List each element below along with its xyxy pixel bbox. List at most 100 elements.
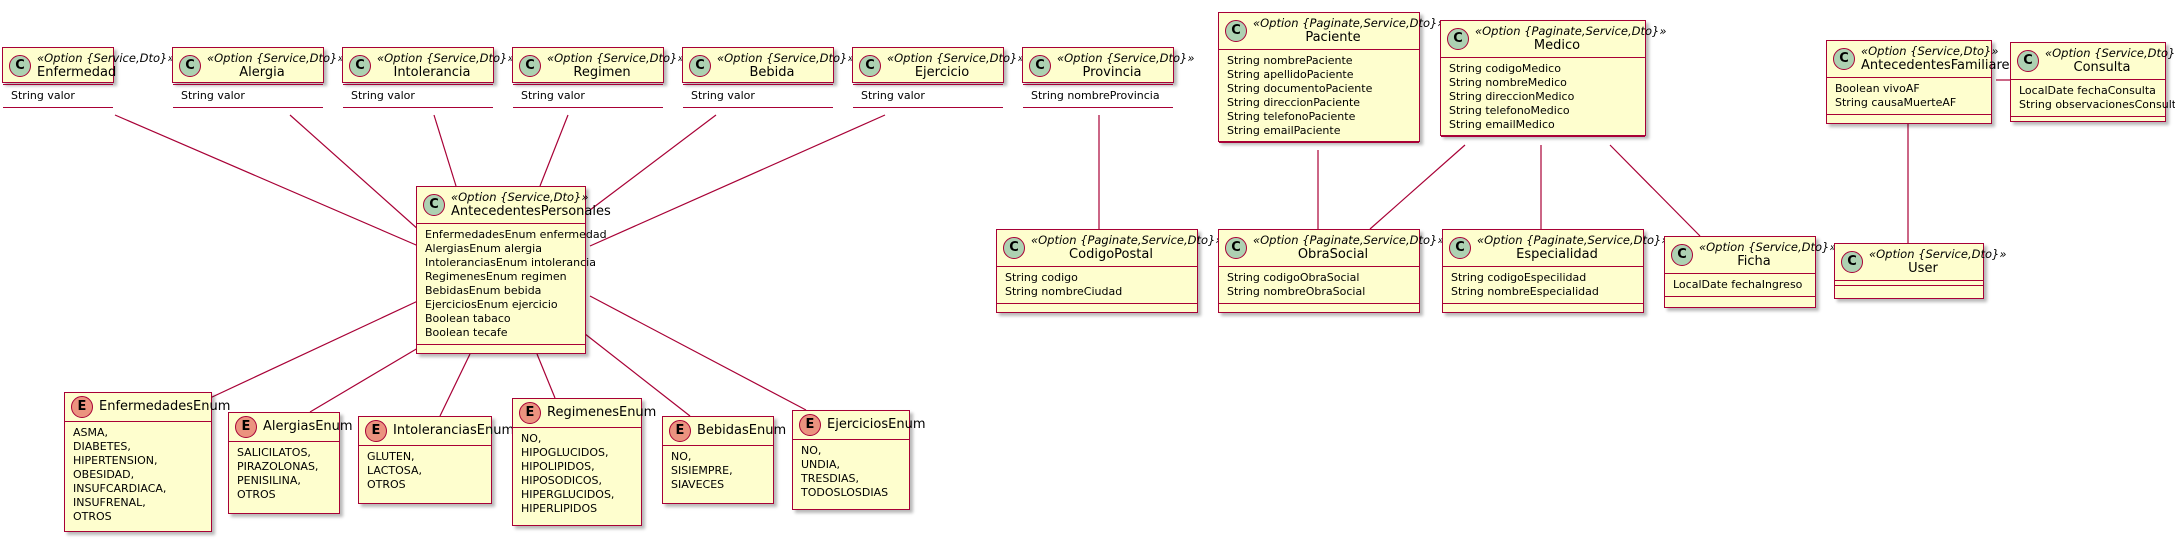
methods-compartment <box>417 344 585 355</box>
class-icon: C <box>1225 20 1247 42</box>
attribute-list: NO,UNDIA,TRESDIAS,TODOSLOSDIAS <box>793 440 909 504</box>
association-line <box>579 329 691 417</box>
class-stereotype: «Option {Service,Dto}» <box>207 51 345 65</box>
class-user[interactable]: C«Option {Service,Dto}»User <box>1834 243 2007 299</box>
attribute: LACTOSA, <box>367 464 422 477</box>
enum-icon: E <box>71 396 93 418</box>
methods-compartment <box>1443 303 1643 314</box>
enum-icon: E <box>669 420 691 442</box>
methods-compartment <box>343 107 493 118</box>
class-icon: C <box>519 55 541 77</box>
attribute: String codigoEspecilidad <box>1451 271 1587 284</box>
attribute: AlergiasEnum alergia <box>425 242 542 255</box>
attribute: String codigoMedico <box>1449 62 1561 75</box>
attribute: String valor <box>181 89 245 102</box>
class-name: Bebida <box>749 65 795 80</box>
class-paciente[interactable]: C«Option {Paginate,Service,Dto}»Paciente… <box>1218 12 1445 143</box>
association-line <box>589 295 807 411</box>
class-header: C«Option {Service,Dto}»Bebida <box>683 48 854 85</box>
class-header: C«Option {Service,Dto}»AntecedentesPerso… <box>417 187 611 224</box>
methods-compartment <box>2011 116 2165 127</box>
class-header: C «Option {Service,Dto}»AntecedentesFamil… <box>1827 41 2017 78</box>
class-stereotype: «Option {Paginate,Service,Dto}» <box>1253 16 1445 30</box>
class-header: C«Option {Service,Dto}»Intolerancia <box>343 48 514 85</box>
class-header: C«Option {Paginate,Service,Dto}»ObraSoci… <box>1219 230 1444 267</box>
class-header: C«Option {Service,Dto}»Consulta <box>2011 43 2175 80</box>
attribute-list: LocalDate fechaIngreso <box>1665 274 1815 296</box>
class-header: C«Option {Service,Dto}»Regimen <box>513 48 684 85</box>
class-name: IntoleranciasEnum <box>393 423 515 438</box>
attribute: OTROS <box>73 510 112 523</box>
class-stereotype: «Option {Service,Dto}» <box>2045 46 2175 60</box>
class-stereotype: «Option {Paginate,Service,Dto}» <box>1031 233 1223 247</box>
class-name: User <box>1908 261 1938 276</box>
methods-compartment <box>1827 114 1991 125</box>
attribute: PIRAZOLONAS, <box>237 460 319 473</box>
class-icon: C <box>859 55 881 77</box>
attribute: String documentoPaciente <box>1227 82 1373 95</box>
class-stereotype: «Option {Service,Dto}» <box>1861 44 1999 58</box>
class-stereotype: «Option {Service,Dto}» <box>1869 247 2007 261</box>
attribute: GLUTEN, <box>367 450 415 463</box>
attribute: SALICILATOS, <box>237 446 311 459</box>
association-line <box>1609 144 1701 237</box>
attribute: String codigo <box>1005 271 1078 284</box>
attribute: String emailPaciente <box>1227 124 1341 137</box>
class-antper[interactable]: C«Option {Service,Dto}»AntecedentesPerso… <box>416 186 611 355</box>
attribute-list: String valor <box>3 85 113 107</box>
attribute: String nombreObraSocial <box>1227 285 1366 298</box>
class-header: C«Option {Service,Dto}»Alergia <box>173 48 345 85</box>
class-codpostal[interactable]: C«Option {Paginate,Service,Dto}»CodigoPo… <box>996 229 1223 313</box>
class-antfam[interactable]: C «Option {Service,Dto}»AntecedentesFamil… <box>1826 40 2017 125</box>
class-header: C«Option {Paginate,Service,Dto}»Medico <box>1441 21 1666 58</box>
attribute: String valor <box>861 89 925 102</box>
methods-compartment <box>1219 142 1419 153</box>
attribute: String nombreProvincia <box>1031 89 1160 102</box>
class-name: Especialidad <box>1516 247 1598 262</box>
class-especialidad[interactable]: C«Option {Paginate,Service,Dto}»Especial… <box>1442 229 1668 314</box>
association-line <box>589 114 717 211</box>
attribute: TRESDIAS, <box>801 472 860 485</box>
class-icon: C <box>179 55 201 77</box>
class-obrasocial[interactable]: C«Option {Paginate,Service,Dto}»ObraSoci… <box>1218 229 1444 313</box>
methods-compartment <box>1835 285 1983 296</box>
methods-compartment <box>683 107 833 118</box>
class-icon: C <box>1447 28 1469 50</box>
attribute: IntoleranciasEnum intolerancia <box>425 256 596 269</box>
attribute-list: NO,HIPOGLUCIDOS,HIPOLIPIDOS,HIPOSODICOS,… <box>513 428 641 520</box>
methods-compartment <box>853 107 1003 118</box>
class-icon: C <box>1833 48 1855 70</box>
class-icon: C <box>9 55 31 77</box>
class-name: AntecedentesFamiliares <box>1861 58 2017 73</box>
class-icon: C <box>1671 244 1693 266</box>
attribute: Boolean tabaco <box>425 312 511 325</box>
association-line <box>439 353 471 417</box>
class-stereotype: «Option {Service,Dto}» <box>1699 240 1837 254</box>
attribute: LocalDate fechaIngreso <box>1673 278 1803 291</box>
attribute: UNDIA, <box>801 458 841 471</box>
